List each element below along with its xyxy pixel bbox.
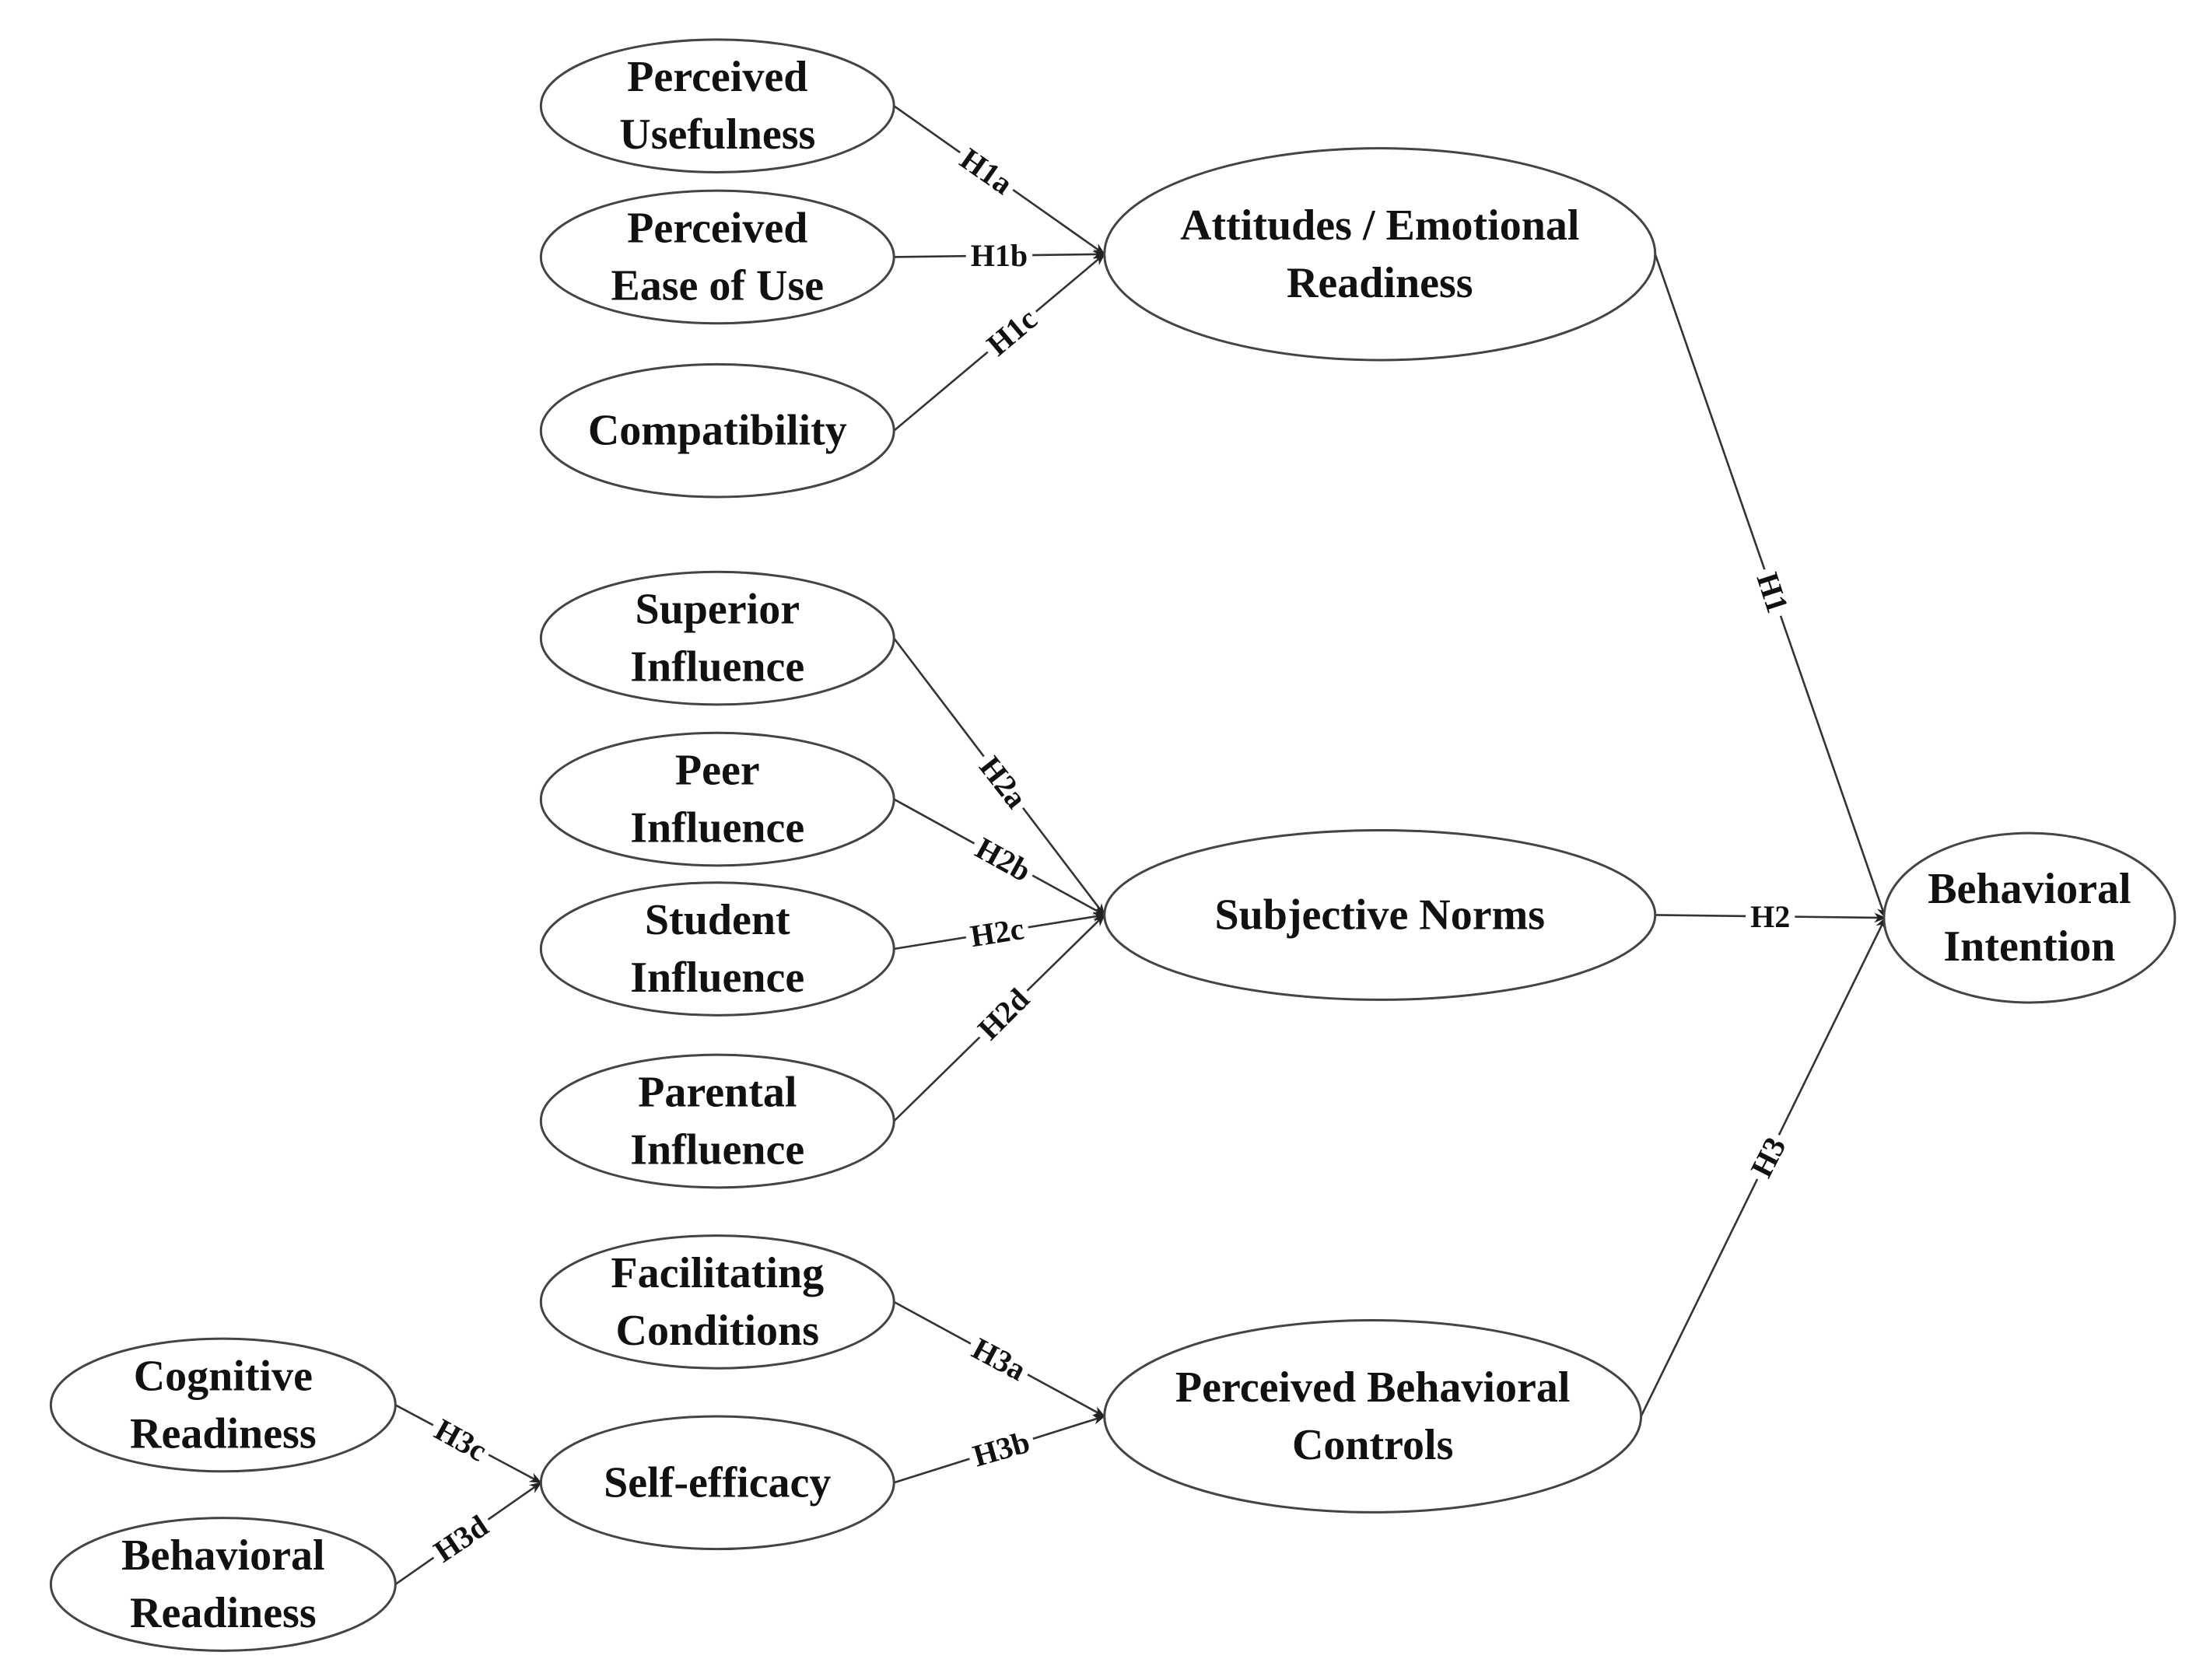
node-label-line: Usefulness bbox=[619, 110, 815, 159]
node-comp: Compatibility bbox=[539, 362, 895, 499]
edge-label-h3c: H3c bbox=[424, 1408, 498, 1472]
node-ellipse bbox=[539, 881, 895, 1017]
node-label-line: Peer bbox=[675, 747, 760, 795]
edge-label-h2c: H2c bbox=[962, 908, 1031, 957]
hypothesis-label: H2c bbox=[968, 911, 1026, 954]
node-ellipse bbox=[539, 362, 895, 499]
node-sn: Subjective Norms bbox=[1103, 829, 1657, 1001]
edge-label-h1c: H1c bbox=[975, 296, 1049, 367]
node-ellipse bbox=[539, 189, 895, 325]
node-ellipse bbox=[539, 1053, 895, 1189]
node-label-line: Influence bbox=[630, 1126, 804, 1174]
node-label-line: Influence bbox=[630, 643, 804, 691]
node-ellipse bbox=[1103, 1318, 1643, 1514]
edge-label-h1a: H1a bbox=[949, 137, 1024, 205]
node-label-line: Behavioral bbox=[1928, 865, 2131, 913]
node-label-line: Influence bbox=[630, 804, 804, 852]
node-ellipse bbox=[539, 38, 895, 173]
node-label-line: Subjective Norms bbox=[1214, 891, 1545, 939]
node-label-line: Controls bbox=[1292, 1421, 1453, 1469]
node-label-line: Conditions bbox=[616, 1307, 819, 1355]
node-label-line: Readiness bbox=[130, 1589, 317, 1637]
node-se: Self-efficacy bbox=[539, 1415, 895, 1551]
node-ellipse bbox=[49, 1517, 397, 1652]
node-label-line: Perceived bbox=[627, 53, 807, 101]
node-ellipse bbox=[1103, 147, 1657, 362]
edge-label-h3d: H3d bbox=[422, 1503, 499, 1573]
node-label-line: Student bbox=[645, 896, 790, 944]
edge-label-h3: H3 bbox=[1739, 1126, 1797, 1188]
node-label-line: Attitudes / Emotional bbox=[1180, 201, 1579, 250]
edge-label-h3a: H3a bbox=[961, 1327, 1037, 1391]
edge-label-h1: H1 bbox=[1746, 563, 1798, 622]
node-label-line: Behavioral bbox=[121, 1531, 324, 1580]
node-label-line: Facilitating bbox=[611, 1249, 824, 1297]
node-ellipse bbox=[539, 570, 895, 706]
node-label-line: Perceived Behavioral bbox=[1175, 1363, 1571, 1412]
hypothesis-label: H2 bbox=[1750, 899, 1790, 934]
edge-label-h1b: H1b bbox=[965, 236, 1033, 275]
node-ellipse bbox=[539, 1234, 895, 1370]
node-label-line: Readiness bbox=[1287, 259, 1473, 307]
node-ellipse bbox=[1103, 829, 1657, 1001]
node-label-line: Compatibility bbox=[588, 407, 847, 455]
hypothesis-label: H1b bbox=[971, 238, 1028, 273]
node-label-line: Intention bbox=[1943, 922, 2115, 971]
node-label-line: Ease of Use bbox=[611, 261, 824, 310]
node-label-line: Parental bbox=[638, 1069, 797, 1117]
edge-label-h2: H2 bbox=[1746, 897, 1795, 936]
edge-label-h2a: H2a bbox=[968, 744, 1038, 820]
node-ellipse bbox=[539, 1415, 895, 1551]
node-label-line: Self-efficacy bbox=[604, 1458, 831, 1507]
edge-label-h2b: H2b bbox=[965, 826, 1042, 893]
node-label-line: Perceived bbox=[627, 204, 807, 252]
node-label-line: Influence bbox=[630, 954, 804, 1002]
node-label-line: Cognitive bbox=[134, 1352, 313, 1400]
node-ellipse bbox=[49, 1337, 397, 1473]
node-ellipse bbox=[539, 731, 895, 867]
hypothesis-label: H3b bbox=[969, 1424, 1034, 1473]
node-ellipse bbox=[1883, 831, 2177, 1004]
node-label-line: Superior bbox=[635, 586, 800, 634]
edge-label-h3b: H3b bbox=[964, 1421, 1038, 1477]
node-label-line: Readiness bbox=[130, 1409, 317, 1458]
